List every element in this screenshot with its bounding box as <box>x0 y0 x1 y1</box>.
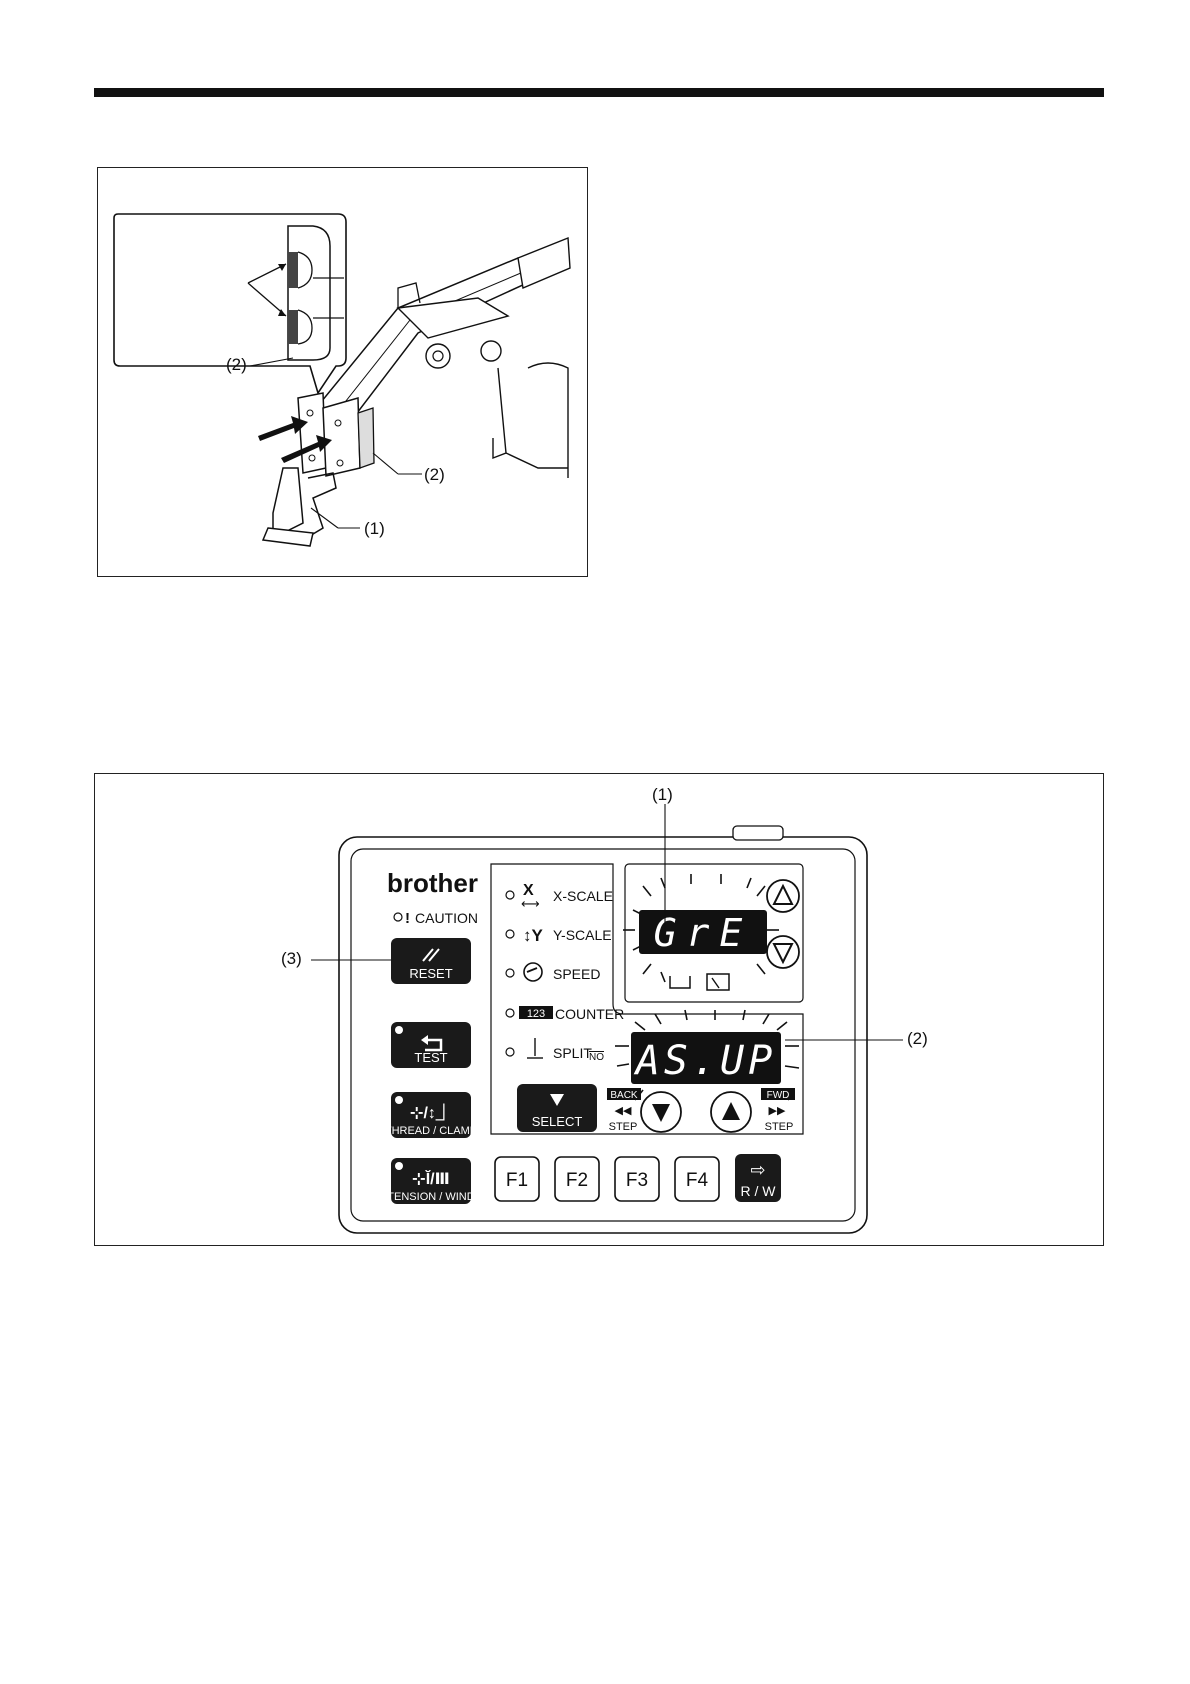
svg-text:F4: F4 <box>686 1170 709 1191</box>
back-step-label: STEP <box>609 1121 638 1133</box>
callout-rail: (1) <box>364 519 385 538</box>
tension-wind-led <box>395 1162 403 1170</box>
operation-panel-illustration: brother ! CAUTION RESET TEST ⊹/↕⏌ THREAD… <box>95 774 1102 1244</box>
test-led <box>395 1026 403 1034</box>
tension-wind-label: TENSION / WIND <box>387 1191 474 1203</box>
back-label: BACK <box>610 1090 638 1101</box>
thread-clamp-button[interactable]: ⊹/↕⏌ THREAD / CLAMP <box>385 1092 477 1138</box>
y-arrow-icon: ↕Y <box>523 926 544 945</box>
callout-bottom-display: (2) <box>907 1029 928 1048</box>
f3-button[interactable]: F3 <box>615 1157 659 1201</box>
fast-forward-icon: ▶▶ <box>769 1105 786 1117</box>
thread-clamp-led <box>395 1096 403 1104</box>
select-button[interactable]: SELECT <box>517 1084 597 1132</box>
read-write-button[interactable]: ⇨ R / W <box>735 1154 781 1202</box>
test-label: TEST <box>414 1050 447 1065</box>
value-down-button[interactable] <box>767 936 799 968</box>
presser-foot-figure: (2) (2) (1) <box>97 167 588 577</box>
rw-label: R / W <box>741 1183 777 1199</box>
fwd-step-label: STEP <box>765 1121 794 1133</box>
horizontal-arrow-icon: ⟷ <box>521 896 540 911</box>
thread-clamp-label: THREAD / CLAMP <box>385 1125 477 1137</box>
reset-label: RESET <box>409 966 452 981</box>
tension-wind-button[interactable]: ⊹Ĭ/Ⅲ TENSION / WIND <box>387 1158 474 1204</box>
callout-top-display: (1) <box>652 785 673 804</box>
caution-icon: ! <box>405 910 410 927</box>
svg-text:COUNTER: COUNTER <box>555 1006 624 1022</box>
tension-wind-icon: ⊹Ĭ/Ⅲ <box>412 1169 449 1188</box>
reset-button[interactable]: RESET <box>391 938 471 984</box>
select-label: SELECT <box>532 1114 583 1129</box>
svg-text:NO: NO <box>589 1052 604 1063</box>
thread-clamp-icon: ⊹/↕⏌ <box>410 1103 452 1122</box>
svg-text:X-SCALE: X-SCALE <box>553 888 613 904</box>
value-up-button[interactable] <box>767 880 799 912</box>
bottom-display-value: AS.UP <box>633 1038 776 1084</box>
f4-button[interactable]: F4 <box>675 1157 719 1201</box>
rewind-icon: ◀◀ <box>615 1105 632 1117</box>
svg-text:SPEED: SPEED <box>553 966 600 982</box>
f1-button[interactable]: F1 <box>495 1157 539 1201</box>
caution-label: CAUTION <box>415 910 478 926</box>
speed-gauge-icon <box>524 963 542 981</box>
svg-text:F2: F2 <box>566 1170 588 1191</box>
test-button[interactable]: TEST <box>391 1022 471 1068</box>
card-io-icon: ⇨ <box>750 1160 765 1180</box>
callout-reset: (3) <box>281 949 302 968</box>
svg-text:123: 123 <box>527 1008 545 1020</box>
svg-text:SPLIT: SPLIT <box>553 1045 592 1061</box>
brand-logo: brother <box>387 868 478 898</box>
fwd-label: FWD <box>767 1090 790 1101</box>
operation-panel-figure: brother ! CAUTION RESET TEST ⊹/↕⏌ THREAD… <box>94 773 1104 1246</box>
top-display-value: GrE <box>654 911 753 955</box>
presser-foot-illustration: (2) (2) (1) <box>98 168 586 575</box>
svg-text:Y-SCALE: Y-SCALE <box>553 927 612 943</box>
f2-button[interactable]: F2 <box>555 1157 599 1201</box>
callout-plate-main: (2) <box>424 465 445 484</box>
callout-plate-inset: (2) <box>226 355 247 374</box>
caution-led <box>394 913 402 921</box>
svg-text:F1: F1 <box>506 1170 528 1191</box>
header-rule <box>94 88 1104 97</box>
svg-text:F3: F3 <box>626 1170 648 1191</box>
